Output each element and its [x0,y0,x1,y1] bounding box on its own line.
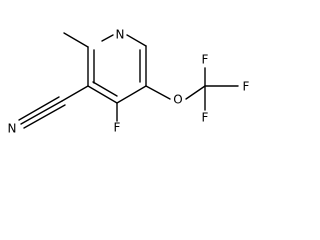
bond-n1-c6 [126,34,147,47]
bond-c3-cn [61,85,89,102]
chemical-structure: N N F O F F F [8,28,250,136]
trifluoromethoxy-group [145,67,239,111]
bond-c5-c4 [116,85,147,104]
cf3-fluorine-top-label: F [202,53,209,67]
bond-c2-methyl [63,32,89,48]
bond-c4-c3 [87,85,118,104]
ring-fluorine-label: F [114,121,121,135]
bond-o-cf3 [185,85,206,100]
bond-cn-triple-3 [23,104,66,129]
bond-cn-triple-1 [20,100,63,125]
bond-c5-o [145,85,171,100]
cf3-fluorine-right-label: F [243,80,250,94]
bond-c2-n1 [101,34,114,42]
ring-nitrogen-label: N [116,28,125,42]
cf3-fluorine-bottom-label: F [202,111,209,125]
pyridine-ring [87,34,147,104]
nitrile-group [18,85,89,129]
ether-oxygen-label: O [173,93,182,107]
bond-c4-c3-inner [92,81,118,97]
nitrile-nitrogen-label: N [8,122,17,136]
bond-cn-triple-2 [18,96,60,121]
